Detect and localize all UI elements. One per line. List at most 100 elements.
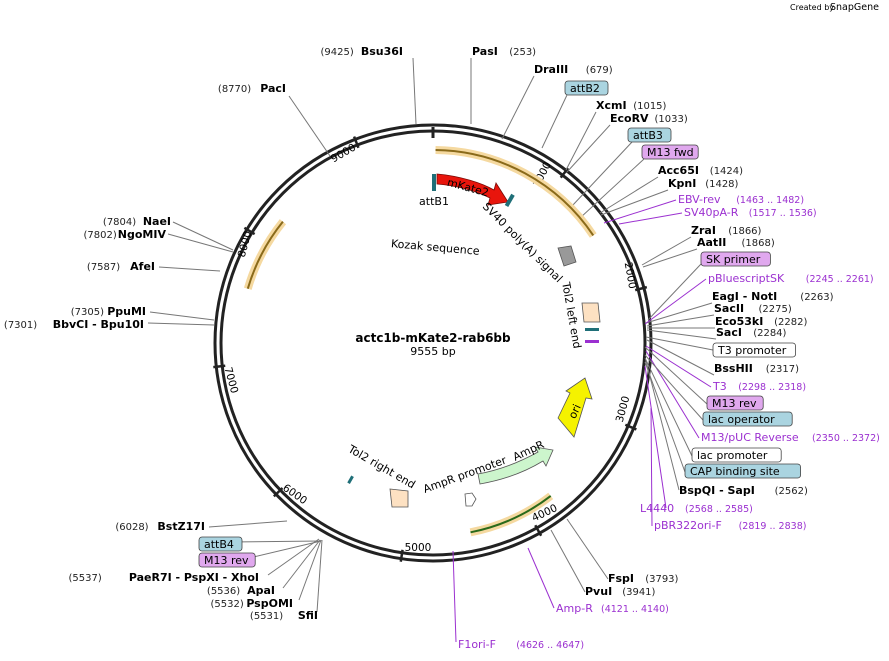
enzyme-site-position: (5531) bbox=[250, 611, 283, 622]
ruler-tick bbox=[559, 167, 570, 179]
enzyme-site-position: (8770) bbox=[218, 84, 251, 95]
feature-box bbox=[706, 395, 764, 411]
leader-line bbox=[645, 302, 713, 324]
primer-label: pBR322ori-F bbox=[654, 519, 722, 532]
primer-position: (1463 .. 1482) bbox=[736, 195, 804, 206]
enzyme-site-position: (1866) bbox=[728, 226, 761, 237]
leader-line bbox=[599, 176, 659, 214]
leader-line bbox=[644, 354, 704, 421]
leader-line bbox=[550, 529, 586, 593]
enzyme-site-position: (253) bbox=[509, 47, 536, 58]
sv40-marker bbox=[504, 193, 515, 208]
feature-box-label: attB3 bbox=[633, 129, 663, 142]
enzyme-site-label: SacII bbox=[714, 302, 744, 315]
leader-line bbox=[167, 233, 234, 253]
kozak-label: Kozak sequence bbox=[391, 237, 481, 258]
leader-line bbox=[452, 550, 457, 643]
site-labels: Bsu36I(9425)PasI(253)DraIII(679)XcmI(101… bbox=[4, 45, 880, 651]
primer-position: (2350 .. 2372) bbox=[812, 433, 880, 444]
enzyme-site-position: (7804) bbox=[103, 217, 136, 228]
enzyme-site-position: (2263) bbox=[800, 292, 833, 303]
ruler-tick bbox=[634, 285, 648, 292]
enzyme-site-label: PaeR7I - PspXI - XhoI bbox=[129, 571, 259, 584]
tol2-right-label: Tol2 right end bbox=[345, 442, 417, 491]
enzyme-site-position: (7305) bbox=[71, 307, 104, 318]
sv40-polya-box bbox=[557, 245, 577, 267]
enzyme-site-position: (1428) bbox=[705, 179, 738, 190]
ruler-tick bbox=[243, 226, 256, 236]
enzyme-site-position: (3793) bbox=[645, 574, 678, 585]
enzyme-site-label: BspQI - SapI bbox=[679, 484, 755, 497]
leader-lines bbox=[147, 57, 717, 643]
primer-label: SV40pA-R bbox=[684, 206, 739, 219]
enzyme-site-label: AatII bbox=[697, 236, 726, 249]
leader-line bbox=[244, 540, 322, 560]
primer-position: (2819 .. 2838) bbox=[739, 521, 807, 532]
primer-position: (4626 .. 4647) bbox=[516, 640, 584, 651]
leader-line bbox=[147, 322, 215, 326]
enzyme-site-position: (2317) bbox=[766, 364, 799, 375]
leader-line bbox=[644, 278, 707, 325]
ruler-tick bbox=[352, 136, 360, 149]
feature-box bbox=[627, 127, 672, 143]
enzyme-site-position: (2275) bbox=[759, 304, 792, 315]
enzyme-site-label: Eco53kI bbox=[715, 315, 763, 328]
tol2-right-box bbox=[389, 488, 409, 508]
enzyme-site-label: XcmI bbox=[596, 99, 627, 112]
leader-line bbox=[267, 538, 320, 576]
feature-box bbox=[712, 342, 796, 358]
primer-label: L4440 bbox=[640, 502, 674, 515]
enzyme-site-position: (2284) bbox=[753, 328, 786, 339]
feature-box-label: SK primer bbox=[706, 253, 761, 266]
primer-label: pBluescriptSK bbox=[708, 272, 785, 285]
leader-line bbox=[600, 189, 669, 216]
leader-line bbox=[645, 345, 712, 388]
backbone-outer-ring bbox=[213, 123, 653, 563]
orf-line-top bbox=[435, 149, 595, 237]
ruler-tick bbox=[399, 549, 404, 562]
attb1-label: attB1 bbox=[419, 195, 449, 208]
leader-line bbox=[527, 547, 555, 609]
enzyme-site-label: DraIII bbox=[534, 63, 568, 76]
leader-line bbox=[172, 221, 234, 251]
leader-line bbox=[282, 539, 321, 589]
leader-line bbox=[603, 199, 677, 224]
enzyme-site-position: (7587) bbox=[87, 262, 120, 273]
leader-line bbox=[618, 212, 683, 225]
enzyme-site-position: (2282) bbox=[774, 317, 807, 328]
enzyme-site-label: EcoRV bbox=[610, 112, 649, 125]
leader-line bbox=[646, 329, 717, 340]
enzyme-site-label: ApaI bbox=[247, 584, 275, 597]
tol2-left-box bbox=[581, 302, 601, 323]
leader-line bbox=[571, 141, 633, 207]
leader-line bbox=[288, 95, 331, 157]
primer-position: (2298 .. 2318) bbox=[738, 382, 806, 393]
ruler-tick bbox=[624, 423, 637, 431]
enzyme-site-label: ZraI bbox=[691, 224, 716, 237]
leader-line bbox=[645, 336, 714, 351]
ori-feature bbox=[557, 377, 593, 438]
leader-line bbox=[644, 361, 686, 473]
leader-line bbox=[642, 248, 698, 268]
tol2-left-label: Tol2 left end bbox=[559, 280, 584, 349]
leader-line bbox=[646, 314, 715, 327]
leader-line bbox=[208, 520, 288, 528]
leader-line bbox=[158, 266, 221, 272]
ori-label: ori bbox=[566, 402, 584, 420]
plasmid-name: actc1b-mKate2-rab6bb bbox=[355, 331, 511, 345]
primer-position: (4121 .. 4140) bbox=[601, 604, 669, 615]
enzyme-site-label: FspI bbox=[608, 572, 634, 585]
attb4-marker bbox=[347, 475, 354, 484]
primer-position: (2568 .. 2585) bbox=[685, 504, 753, 515]
leader-line bbox=[644, 357, 693, 457]
leader-line bbox=[646, 339, 715, 376]
created-by-text: Created by bbox=[790, 3, 834, 12]
enzyme-site-label: PpuMI bbox=[107, 305, 146, 318]
enzyme-site-position: (5532) bbox=[211, 599, 244, 610]
enzyme-site-position: (6028) bbox=[115, 522, 148, 533]
feature-box-label: lac operator bbox=[708, 413, 775, 426]
primer-label: EBV-rev bbox=[678, 193, 721, 206]
enzyme-site-label: KpnI bbox=[668, 177, 696, 190]
primer-label: F1ori-F bbox=[458, 638, 496, 651]
